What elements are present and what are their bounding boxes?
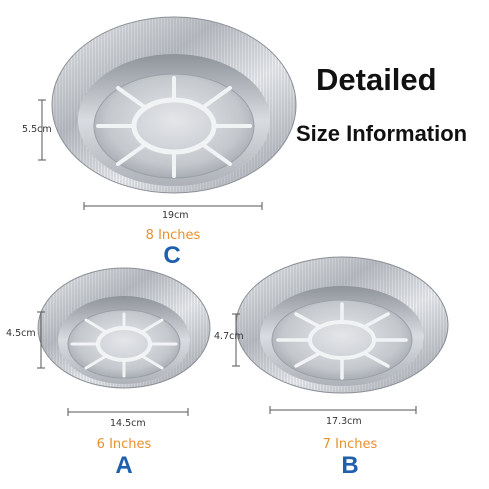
title-detailed: Detailed: [316, 62, 437, 97]
title-size-information: Size Information: [296, 121, 468, 146]
pan-b-diameter-label: 17.3cm: [326, 416, 362, 427]
pan-a-inches-label: 6 Inches: [96, 437, 152, 452]
pan-c-image: [51, 16, 297, 194]
pan-a-image: [37, 267, 211, 389]
pan-b-image: [235, 256, 449, 394]
pan-c-diameter-label: 19cm: [162, 210, 189, 221]
pan-b-letter: B: [341, 452, 359, 479]
pan-c-height-label: 5.5cm: [22, 124, 52, 135]
dimension-lines: [37, 99, 417, 416]
pan-a-letter: A: [115, 452, 133, 479]
pan-a-height-label: 4.5cm: [6, 328, 36, 339]
pan-a-diameter-label: 14.5cm: [110, 418, 146, 429]
pan-c-letter: C: [163, 242, 181, 269]
pan-b-height-label: 4.7cm: [214, 331, 244, 342]
pan-c-inches-label: 8 Inches: [145, 228, 201, 243]
pan-b-inches-label: 7 Inches: [322, 437, 378, 452]
